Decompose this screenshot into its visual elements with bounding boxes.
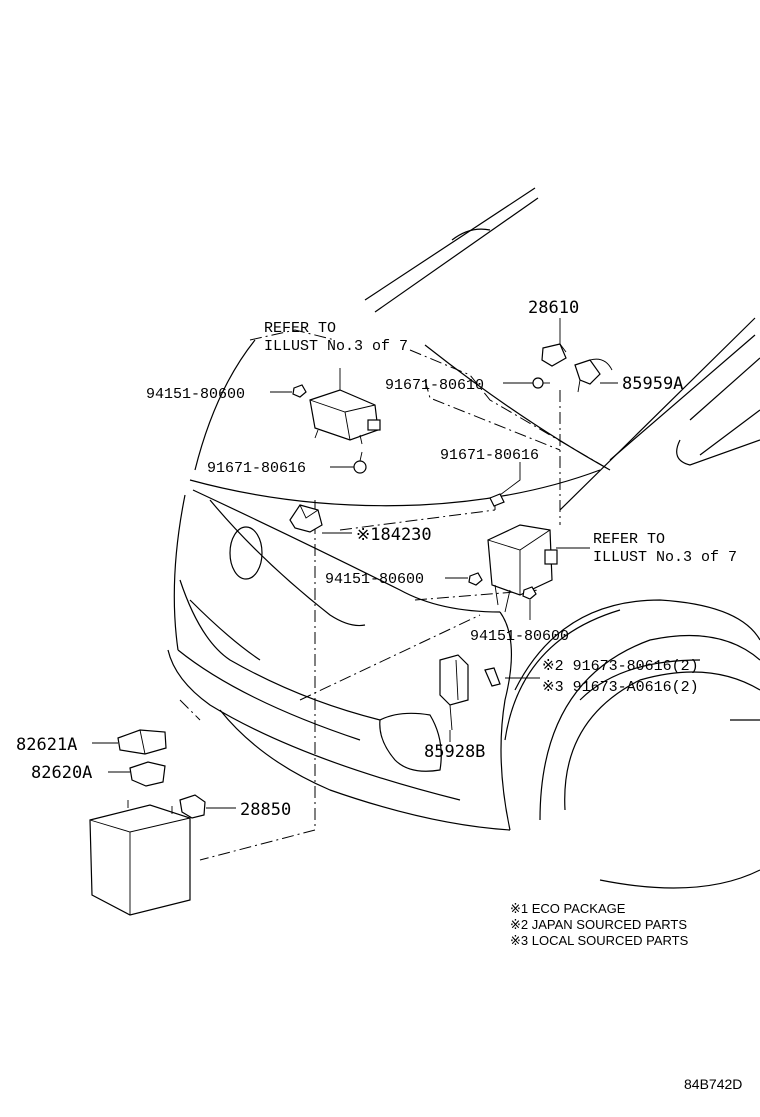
label-91671-80616-left: 91671-80616 <box>207 460 306 477</box>
nut-94151-top <box>292 384 307 398</box>
label-82620a: 82620A <box>31 763 92 783</box>
label-85928b: 85928B <box>424 742 485 762</box>
harness-85959a <box>574 358 613 393</box>
sensor-28610 <box>541 343 567 367</box>
nut-94151-mid <box>468 572 483 586</box>
label-28850: 28850 <box>240 800 291 820</box>
label-84230: ※184230 <box>356 525 432 545</box>
label-94151-80600-low: 94151-80600 <box>470 628 569 645</box>
refer-left-line2: ILLUST No.3 of 7 <box>264 338 408 355</box>
note-3: ※3 LOCAL SOURCED PARTS <box>510 933 689 948</box>
label-91673-a0616: ※3 91673-A0616(2) <box>542 679 699 696</box>
label-91671-80616-right: 91671-80616 <box>440 447 539 464</box>
terminal-82620a <box>129 761 166 787</box>
note-2: ※2 JAPAN SOURCED PARTS <box>510 917 687 932</box>
refer-to-illust-left: REFER TO ILLUST No.3 of 7 <box>264 320 408 355</box>
notes-legend: ※1 ECO PACKAGE ※2 JAPAN SOURCED PARTS ※3… <box>510 901 689 948</box>
vehicle-body-outline <box>167 187 760 889</box>
label-91671-80610: 91671-80610 <box>385 377 484 394</box>
bolt-91671-left <box>353 451 367 474</box>
label-28610: 28610 <box>528 298 579 318</box>
label-94151-80600-mid: 94151-80600 <box>325 571 424 588</box>
label-94151-80600-top: 94151-80600 <box>146 386 245 403</box>
battery <box>89 800 191 916</box>
connector-85928b <box>439 654 469 731</box>
refer-right-line1: REFER TO <box>593 531 665 548</box>
bracket-84230 <box>289 504 323 533</box>
label-82621a: 82621A <box>16 735 77 755</box>
label-91673-80616: ※2 91673-80616(2) <box>542 658 699 675</box>
screw-91673 <box>484 667 501 687</box>
note-1: ※1 ECO PACKAGE <box>510 901 626 916</box>
refer-left-line1: REFER TO <box>264 320 336 337</box>
relay-box-upper <box>309 389 381 445</box>
diagram-code: 84B742D <box>684 1076 742 1092</box>
callout-leaders <box>92 318 618 809</box>
bolt-91671-80610 <box>532 377 550 389</box>
nut-94151-low <box>522 586 537 600</box>
refer-right-line2: ILLUST No.3 of 7 <box>593 549 737 566</box>
cover-82621a <box>117 729 167 755</box>
bolt-91671-right <box>489 493 505 507</box>
refer-to-illust-right: REFER TO ILLUST No.3 of 7 <box>593 531 737 566</box>
clamp-28850 <box>179 794 206 819</box>
reference-leader-lines <box>179 329 611 861</box>
relay-box-lower <box>487 524 558 613</box>
label-85959a: 85959A <box>622 374 683 394</box>
